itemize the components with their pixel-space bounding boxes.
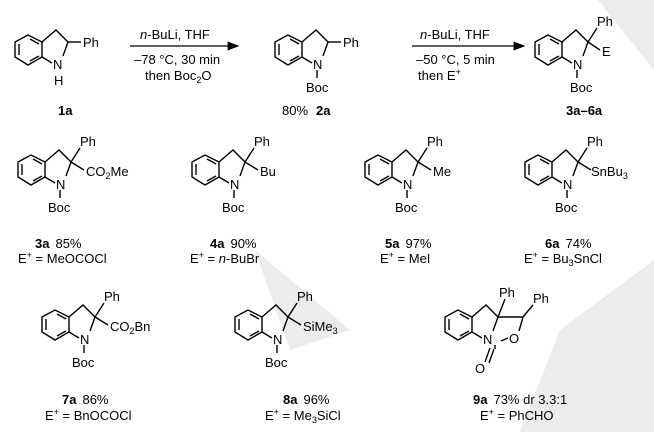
phenyl-label-quaternary: Ph: [499, 285, 515, 300]
nitrogen-label: N: [563, 177, 572, 192]
electrophile-label: E: [602, 44, 611, 59]
phenyl-label: Ph: [254, 134, 270, 149]
structure-9a: Ph Ph N O O: [444, 285, 549, 376]
phenyl-label: Ph: [587, 134, 603, 149]
boc-label: Boc: [72, 355, 95, 370]
product-electrophile-3a: E+ = MeOCOCl: [18, 250, 107, 266]
nitrogen-label: N: [53, 57, 62, 72]
nitrogen-label: N: [403, 177, 412, 192]
boc-label: Boc: [555, 200, 578, 215]
arrow-2-quench: then E+: [418, 67, 461, 83]
product-electrophile-9a: E+ = PhCHO: [480, 407, 554, 423]
product-electrophile-4a: E+ = n-BuBr: [190, 250, 260, 266]
compound-label-2a: 2a: [316, 103, 331, 118]
boc-label: Boc: [222, 200, 245, 215]
nitrogen-label: N: [573, 57, 582, 72]
nitrogen-label: N: [483, 332, 492, 347]
phenyl-label: Ph: [297, 289, 313, 304]
boc-label: Boc: [395, 200, 418, 215]
structure-4a: Ph Bu N Boc: [191, 134, 276, 215]
ring-oxygen-label: O: [509, 331, 519, 346]
product-electrophile-7a: E+ = BnOCOCl: [45, 407, 132, 423]
substituent-label: SiMe3: [303, 319, 338, 336]
watermark-shape-bottom: [520, 260, 654, 432]
phenyl-label: Ph: [343, 35, 359, 50]
carbonyl-oxygen-label: O: [475, 361, 485, 376]
watermark-shape-top: [598, 0, 654, 70]
arrow-2-condition: –50 °C, 5 min: [416, 52, 495, 67]
substituent-label: CO2Me: [86, 164, 129, 181]
nitrogen-label: N: [80, 332, 89, 347]
boc-label: Boc: [570, 80, 593, 95]
phenyl-label: Ph: [427, 134, 443, 149]
structure-5a: Ph Me N Boc: [364, 134, 451, 215]
product-electrophile-8a: E+ = Me3SiCl: [265, 407, 341, 425]
nitrogen-label: N: [230, 177, 239, 192]
compound-label-1a: 1a: [58, 103, 73, 118]
hydrogen-label: H: [54, 73, 63, 88]
arrow-2-reagent: n-BuLi, THF: [420, 27, 490, 42]
product-electrophile-5a: E+ = MeI: [380, 250, 430, 266]
arrow-1-condition: –78 °C, 30 min: [134, 52, 220, 67]
structure-3a: Ph CO2Me N Boc: [17, 134, 129, 215]
substituent-label: SnBu3: [591, 164, 628, 181]
structure-1a: Ph N H: [14, 29, 99, 88]
product-electrophile-6a: E+ = Bu3SnCl: [524, 250, 602, 268]
arrow-1-quench: then Boc2O: [145, 68, 211, 85]
compound-yield-2a: 80%: [282, 103, 308, 118]
phenyl-label-benzylic: Ph: [533, 291, 549, 306]
compound-label-3a-6a: 3a–6a: [566, 103, 603, 118]
structure-7a: Ph CO2Bn N Boc: [41, 289, 150, 370]
nitrogen-label: N: [313, 57, 322, 72]
substituent-label: Bu: [260, 164, 276, 179]
arrow-1-reagent: n-BuLi, THF: [140, 27, 210, 42]
boc-label: Boc: [306, 80, 329, 95]
nitrogen-label: N: [56, 177, 65, 192]
nitrogen-label: N: [273, 332, 282, 347]
phenyl-label: Ph: [80, 134, 96, 149]
substituent-label: Me: [433, 164, 451, 179]
boc-label: Boc: [265, 355, 288, 370]
substituent-label: CO2Bn: [110, 319, 150, 336]
watermark: [255, 0, 654, 432]
structure-6a: Ph SnBu3 N Boc: [524, 134, 628, 215]
watermark-shape-mid: [255, 250, 350, 350]
phenyl-label: Ph: [104, 289, 120, 304]
structure-8a: Ph SiMe3 N Boc: [234, 289, 338, 370]
structure-3a-6a: Ph E N Boc: [534, 14, 613, 95]
phenyl-label: Ph: [597, 14, 613, 29]
phenyl-label: Ph: [83, 35, 99, 50]
boc-label: Boc: [48, 200, 71, 215]
structure-2a: Ph N Boc: [274, 29, 359, 95]
